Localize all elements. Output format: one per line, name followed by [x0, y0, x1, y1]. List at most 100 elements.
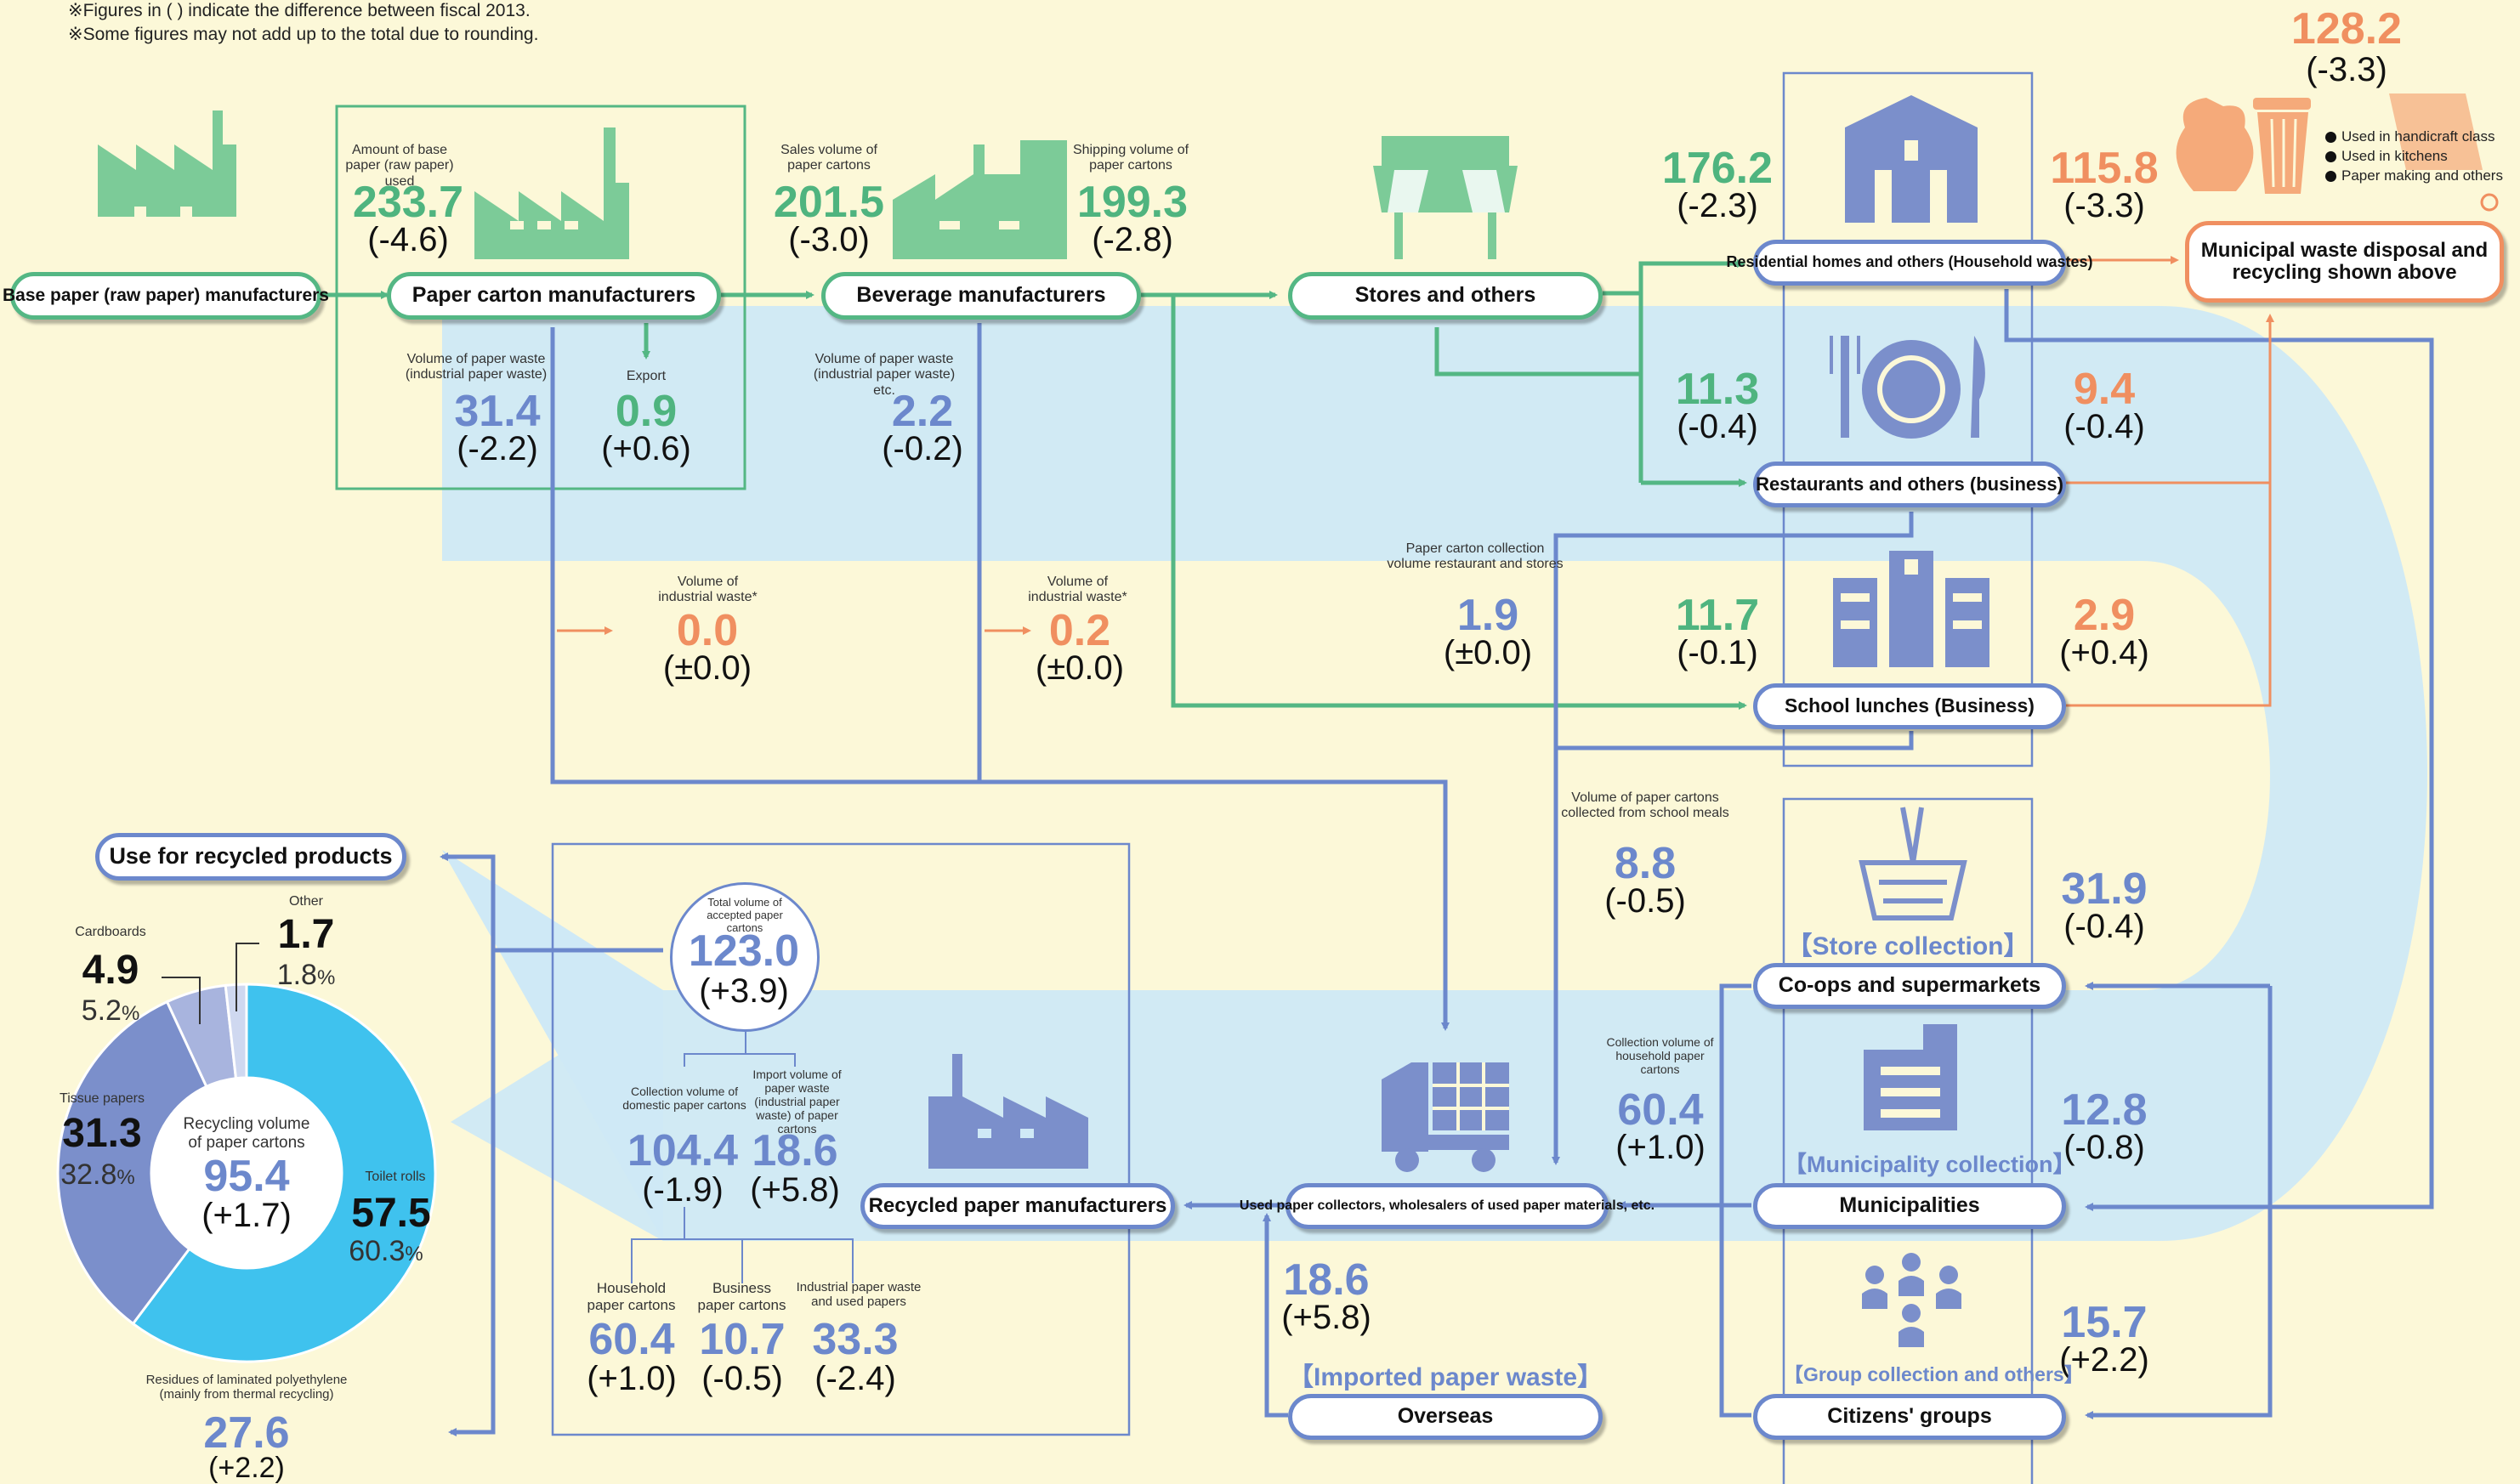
- slice-label-other: Other: [288, 894, 323, 909]
- household-collection-diff: (+1.0): [1615, 1129, 1706, 1166]
- slice-value-cardboards: 4.9: [82, 948, 139, 993]
- beverage-waste-value: 2.2: [891, 387, 954, 436]
- school-meals-value: 8.8: [1614, 839, 1677, 888]
- store-collection-label: 【Store collection】: [1786, 932, 2029, 960]
- footnote-differences: ※Figures in ( ) indicate the difference …: [68, 1, 531, 20]
- school-meals-label: Volume of paper cartons collected from s…: [1561, 790, 1729, 821]
- households-value: 176.2: [1661, 144, 1774, 193]
- industrial-cartons-diff: (-2.4): [814, 1360, 896, 1397]
- slice-label-cardboards: Cardboards: [75, 925, 146, 939]
- accepted-total-label: Total volume of accepted paper cartons: [707, 896, 783, 934]
- household-cartons-diff: (+1.0): [587, 1360, 677, 1397]
- factory-icon-recycled: [928, 1054, 1088, 1169]
- store-collection-value: 31.9: [2061, 864, 2148, 914]
- import-waste-label: Import volume of paper waste (industrial…: [752, 1068, 842, 1136]
- slice-percent-other: 1.8%: [264, 960, 349, 989]
- used-paper-collectors-box: Used paper collectors, wholesalers of us…: [1240, 1183, 1654, 1229]
- accepted-total-circle: [670, 882, 820, 1032]
- export-label: Export: [626, 369, 667, 383]
- household-cartons-value: 60.4: [588, 1315, 675, 1364]
- industrial-cartons-label: Industrial paper waste and used papers: [796, 1280, 922, 1310]
- restaurants-diff: (-0.4): [1677, 408, 1758, 445]
- slice-percent-value: 1.8: [276, 959, 317, 991]
- coops-supermarkets-box: Co-ops and supermarkets: [1753, 963, 2066, 1009]
- beverage-manufacturers-box: Beverage manufacturers: [821, 272, 1141, 320]
- industrial-waste-2-label: Volume of industrial waste*: [1028, 575, 1127, 605]
- municipality-collection-label: 【Municipality collection】: [1784, 1152, 2076, 1177]
- pie-center-hole: [151, 1078, 342, 1268]
- pie-total-diff: (+1.7): [201, 1197, 292, 1234]
- imported-diff: (+5.8): [1281, 1299, 1371, 1336]
- slice-percent-cardboards: 5.2%: [68, 996, 153, 1025]
- sales-volume-label: Sales volume of paper cartons: [780, 143, 877, 173]
- use-for-recycled-products-box: Use for recycled products: [95, 833, 406, 881]
- pie-total-value: 95.4: [203, 1152, 290, 1201]
- base-paper-used-diff: (-4.6): [367, 221, 449, 258]
- disposal-total-value: 128.2: [2290, 4, 2403, 54]
- municipal-waste-disposal-box: Municipal waste disposal and recycling s…: [2185, 221, 2504, 303]
- household-cartons-label: Household paper cartons: [587, 1280, 676, 1313]
- breakdown-tree-lines: [631, 1032, 854, 1283]
- disposal-school-diff: (+0.4): [2059, 634, 2149, 671]
- residues-value: 27.6: [203, 1408, 290, 1458]
- pie-center-label: Recycling volume of paper cartons: [183, 1115, 310, 1152]
- residues-diff: (+2.2): [208, 1452, 285, 1484]
- slice-label-tissue-papers: Tissue papers: [60, 1091, 145, 1106]
- recycled-paper-manufacturers-box: Recycled paper manufacturers: [860, 1183, 1175, 1229]
- disposal-restaurant-diff: (-0.4): [2063, 408, 2145, 445]
- municipalities-box: Municipalities: [1753, 1183, 2066, 1229]
- base-paper-used-value: 233.7: [352, 178, 464, 227]
- residential-homes-box: Residential homes and others (Household …: [1726, 240, 2093, 286]
- restaurants-box: Restaurants and others (business): [1753, 462, 2066, 507]
- industrial-cartons-value: 33.3: [812, 1315, 899, 1364]
- carton-waste-label: Volume of paper waste (industrial paper …: [405, 352, 548, 382]
- pie-callout-lines: [162, 943, 259, 1024]
- municipality-collection-diff: (-0.8): [2063, 1129, 2145, 1166]
- domestic-label: Collection volume of domestic paper cart…: [622, 1085, 746, 1113]
- stores-collection-diff: (±0.0): [1443, 634, 1533, 671]
- disposal-legend: Used in handicraft class Used in kitchen…: [2325, 127, 2503, 186]
- group-collection-label: 【Group collection and others】: [1784, 1363, 2084, 1385]
- restaurants-value: 11.3: [1675, 365, 1760, 414]
- garbage-icons: [2176, 93, 2499, 212]
- disposal-household-value: 115.8: [2050, 144, 2159, 193]
- stores-collection-label: Paper carton collection volume restauran…: [1387, 541, 1564, 572]
- households-diff: (-2.3): [1677, 187, 1758, 224]
- base-paper-manufacturers-box: Base paper (raw paper) manufacturers: [3, 272, 329, 320]
- slice-percent-value: 60.3: [349, 1235, 406, 1267]
- factory-icon-beverage: [893, 140, 1067, 259]
- school-lunches-box: School lunches (Business): [1753, 683, 2066, 729]
- business-cartons-diff: (-0.5): [701, 1360, 783, 1397]
- schools-value: 11.7: [1675, 591, 1760, 640]
- shipping-volume-label: Shipping volume of paper cartons: [1072, 143, 1189, 173]
- stores-collection-value: 1.9: [1456, 591, 1519, 640]
- slice-percent-value: 32.8: [60, 1158, 117, 1191]
- percent-unit: %: [121, 1002, 140, 1025]
- imported-value: 18.6: [1283, 1255, 1370, 1305]
- dining-icon: [1830, 336, 1985, 439]
- slice-percent-value: 5.2: [81, 994, 122, 1027]
- export-value: 0.9: [615, 387, 678, 436]
- domestic-value: 104.4: [627, 1126, 739, 1175]
- percent-unit: %: [405, 1243, 423, 1266]
- business-cartons-label: Business paper cartons: [697, 1280, 786, 1313]
- import-waste-value: 18.6: [752, 1126, 838, 1175]
- residues-label: Residues of laminated polyethylene (main…: [145, 1373, 348, 1402]
- carton-waste-value: 31.4: [454, 387, 541, 436]
- factory-icon-carton: [474, 127, 629, 259]
- industrial-waste-2-value: 0.2: [1048, 606, 1111, 655]
- shipping-volume-diff: (-2.8): [1092, 221, 1173, 258]
- people-group-icon: [1862, 1253, 1961, 1347]
- house-icon: [1845, 95, 1978, 223]
- disposal-school-value: 2.9: [2073, 591, 2136, 640]
- beverage-waste-label: Volume of paper waste (industrial paper …: [813, 352, 956, 398]
- disposal-restaurant-value: 9.4: [2073, 365, 2136, 414]
- legend-item: Used in kitchens: [2325, 147, 2503, 167]
- school-icon: [1833, 551, 1989, 667]
- citizens-groups-box: Citizens' groups: [1753, 1394, 2066, 1440]
- base-paper-used-label: Amount of base paper (raw paper) used: [345, 143, 454, 189]
- group-collection-diff: (+2.2): [2059, 1341, 2149, 1379]
- stores-and-others-box: Stores and others: [1288, 272, 1603, 320]
- sales-volume-diff: (-3.0): [788, 221, 870, 258]
- schools-diff: (-0.1): [1677, 634, 1758, 671]
